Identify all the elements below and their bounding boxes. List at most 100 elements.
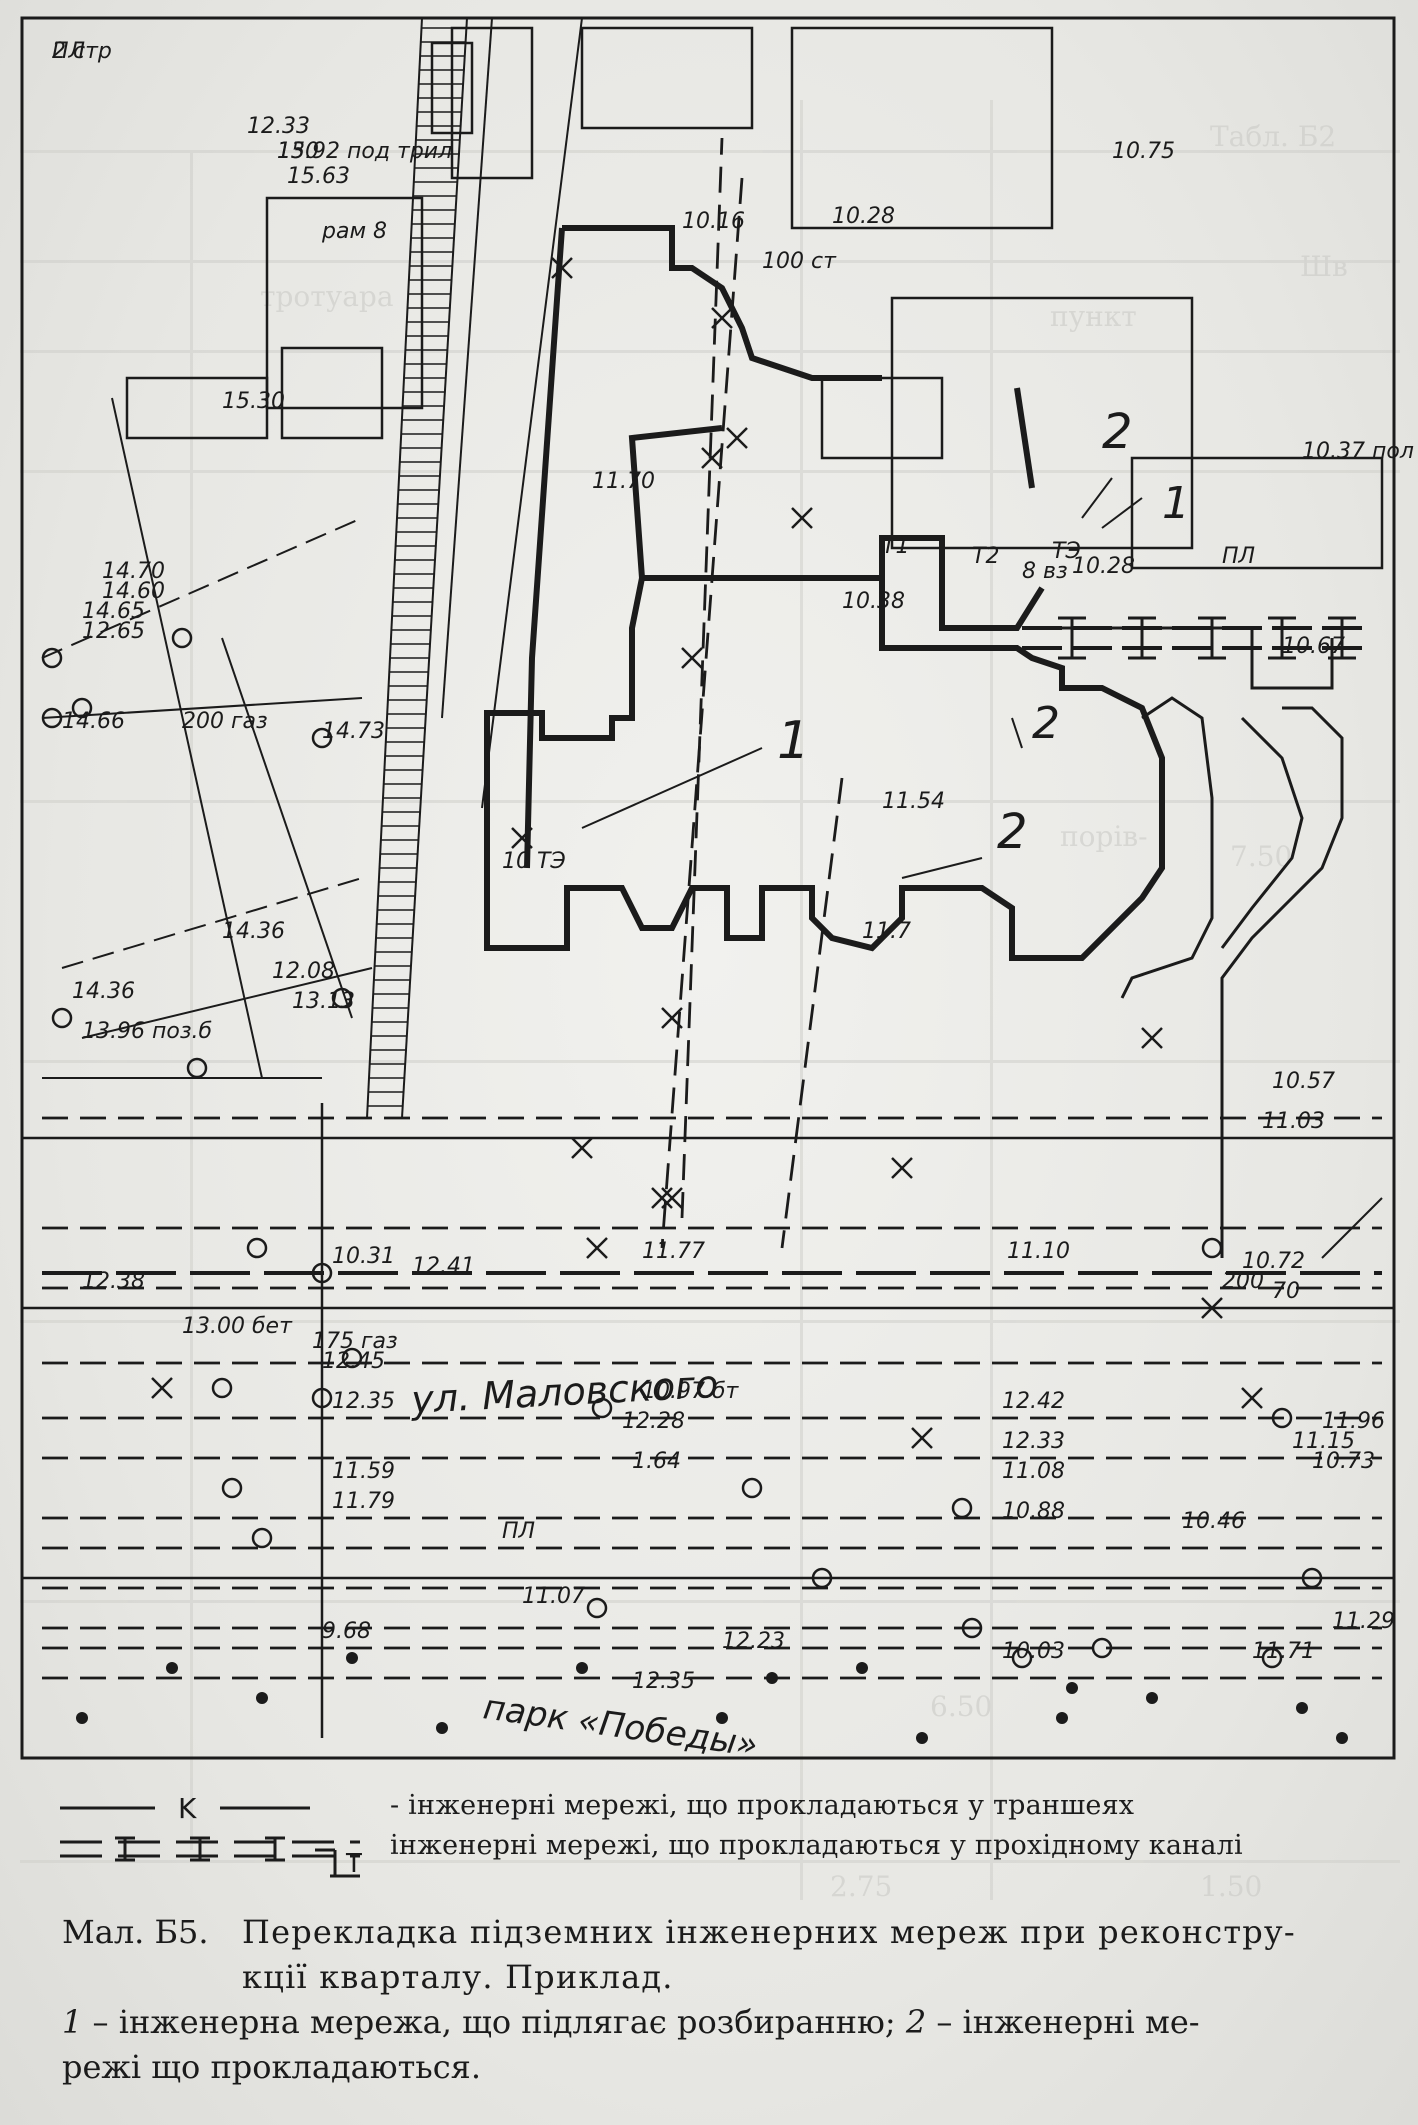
building [890, 296, 1194, 550]
passage-channel [42, 626, 1382, 1275]
manhole [211, 1377, 233, 1399]
elevation-label: Т1 [882, 534, 909, 559]
legend-trench-letter: K [178, 1792, 197, 1825]
legend-channel-letter: T [345, 1849, 362, 1879]
elevation-label: 11.10 [1007, 1239, 1070, 1264]
elevation-label: 12.41 [412, 1254, 475, 1279]
callouts [581, 477, 1143, 879]
manhole [341, 1347, 363, 1369]
elevation-label: 13.00 бет [182, 1314, 293, 1339]
elevation-label: 13.96 поз.б [82, 1019, 212, 1044]
cross-mark [651, 1187, 673, 1209]
park-tree [346, 1652, 358, 1664]
caption-notes: 1 – інженерна мережа, що підлягає розбир… [62, 2000, 1362, 2045]
engineering-network-map: 1 2 2 1 2 ул. Маловского парк «Победы» 2… [20, 16, 1414, 1778]
building [580, 26, 754, 130]
elevation-label: 12.35 [332, 1389, 395, 1414]
elevation-label: 11.71 [1252, 1639, 1315, 1664]
elevation-label: 10.67 [1282, 634, 1345, 659]
elevation-label: 10.73 [1312, 1449, 1375, 1474]
elevation-label: 10.37 пол [1302, 439, 1414, 464]
elevation-label: 10.88 [1002, 1499, 1065, 1524]
elevation-label: рам 8 [321, 219, 387, 244]
callout-1-label-top: 1 [1162, 478, 1190, 529]
manhole [41, 647, 63, 669]
elevation-label: 11.54 [882, 789, 945, 814]
elevation-label: ПЛ [502, 1519, 535, 1544]
cross-mark [511, 827, 533, 849]
elevation-label: 10.28 [832, 204, 895, 229]
park-tree [166, 1662, 178, 1674]
manhole [1201, 1237, 1223, 1259]
manhole [741, 1477, 763, 1499]
elevation-label: ПЛ [52, 39, 85, 64]
elevation-label: 14.73 [322, 719, 385, 744]
manhole [171, 627, 193, 649]
elevation-label: 11.03 [1262, 1109, 1325, 1134]
caption-label: Мал. Б5. [62, 1913, 209, 1951]
building [790, 26, 1054, 230]
elevation-label: 12.45 [322, 1349, 385, 1374]
building [1130, 456, 1384, 570]
map-frame [20, 16, 1396, 1760]
park-tree [436, 1722, 448, 1734]
elevation-label: 100 ст [762, 249, 837, 274]
elevation-label: 200 [1222, 1269, 1264, 1294]
elevation-label: 14.70 [102, 559, 165, 584]
legend-channel-symbol [60, 1836, 360, 1878]
legend-symbols: K T [60, 1792, 362, 1879]
elevation-label: 12.65 [82, 619, 145, 644]
manhole [186, 1057, 208, 1079]
elevation-label: 12.35 [632, 1669, 695, 1694]
park-tree [256, 1692, 268, 1704]
manhole [331, 987, 353, 1009]
manhole [1271, 1407, 1293, 1429]
building [820, 376, 944, 460]
manhole [251, 1527, 273, 1549]
channel-bars [1058, 616, 1356, 660]
elevation-label: ПЛ [1222, 544, 1255, 569]
elevation-label: Т2 [972, 544, 999, 569]
building [125, 376, 269, 440]
elevation-label: 2 стр [52, 39, 112, 64]
elevation-label: 175 газ [312, 1329, 398, 1354]
park-tree [1146, 1692, 1158, 1704]
elevation-label: 12.38 [82, 1269, 145, 1294]
trench-line [680, 137, 724, 1219]
manhole [1011, 1647, 1033, 1669]
park-label: парк «Победы» [481, 1687, 760, 1765]
note-1-number: 1 [62, 2003, 83, 2041]
legend-trench-text: - інженерні мережі, що прокладаються у т… [390, 1790, 1135, 1821]
elevation-label: 200 газ [182, 709, 268, 734]
elevation-label: 10.75 [1112, 139, 1175, 164]
elevation-label: 12.33 [247, 114, 310, 139]
cross-mark [661, 1187, 683, 1209]
cross-mark [726, 427, 748, 449]
park-tree [1066, 1682, 1078, 1694]
cross-mark [891, 1157, 913, 1179]
building [265, 196, 424, 410]
elevation-label: 8 вз [1022, 559, 1068, 584]
block-outline [484, 425, 1165, 961]
note-1-text: – інженерна мережа, що підлягає розбиран… [82, 2003, 906, 2041]
road-edges [22, 1103, 1394, 1738]
callout-1-label: 1 [777, 711, 810, 771]
note-2-text-line2: режі що прокладаються. [62, 2048, 481, 2086]
elevation-label: 15.30 [222, 389, 285, 414]
cross-marks [151, 257, 1263, 1449]
callout-2-label: 2 [997, 804, 1028, 860]
cross-mark [571, 1137, 593, 1159]
park-dots [76, 1652, 1348, 1744]
manhole [1261, 1647, 1283, 1669]
trench-line [780, 777, 844, 1249]
trench-lines [42, 137, 1382, 1680]
cross-mark [701, 447, 723, 469]
manhole [586, 1597, 608, 1619]
caption-head: Мал. Б5. Перекладка підземних інженерних… [62, 1910, 1362, 1955]
legend-channel-text: інженерні мережі, що прокладаються у про… [390, 1830, 1243, 1861]
elevation-label: 11.96 [1322, 1409, 1385, 1434]
manhole [311, 1387, 333, 1409]
cross-mark [586, 1237, 608, 1259]
elevation-label: 12.23 [722, 1629, 785, 1654]
